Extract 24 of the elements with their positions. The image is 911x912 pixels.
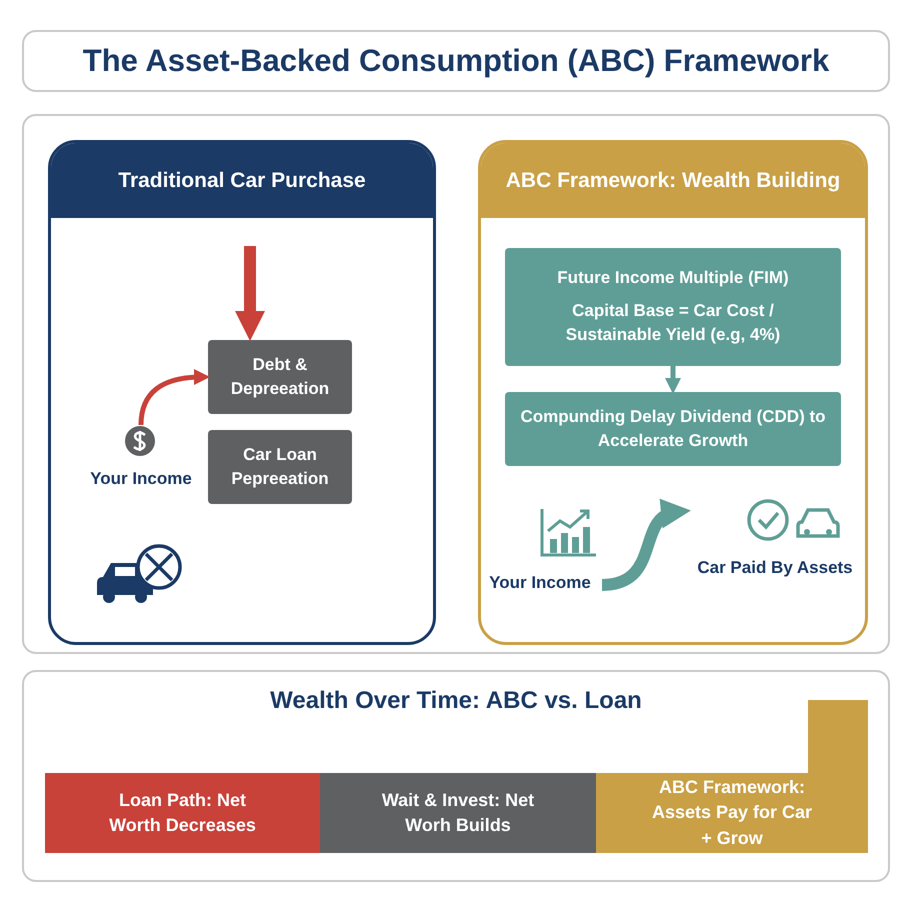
caption-text: Your Income (89, 468, 193, 490)
panel-card (48, 140, 436, 645)
arrow (235, 246, 265, 341)
bar-segment: Wait & Invest: Net Worh Builds (320, 773, 596, 853)
chart-panel (22, 670, 890, 882)
process-box: Car Loan Pepreeation (208, 430, 352, 504)
process-box (505, 248, 841, 366)
title-banner: The Asset-Backed Consumption (ABC) Framework (22, 30, 890, 92)
arrow (601, 501, 691, 591)
process-box: Debt & Depreeation (208, 340, 352, 414)
bar-segment (808, 700, 868, 773)
box-heading: Future Income Multiple (FIM) (556, 267, 790, 290)
panel-card (478, 140, 868, 645)
panel-header: Traditional Car Purchase (51, 143, 433, 218)
bar-segment: ABC Framework: Assets Pay for Car + Grow (596, 773, 868, 853)
panel-header: ABC Framework: Wealth Building (481, 143, 865, 218)
caption-text: Your Income (488, 572, 592, 594)
chart-heading: Wealth Over Time: ABC vs. Loan (269, 686, 643, 716)
arrow (138, 369, 210, 426)
box-text: Capital Base = Car Cost / Sustainable Yield (e.g, 4%) (564, 300, 782, 346)
bar-segment: Loan Path: Net Worth Decreases (45, 773, 320, 853)
caption-text: Car Paid By Assets (696, 557, 854, 579)
process-box: Compunding Delay Dividend (CDD) to Accelerate Growth (505, 392, 841, 466)
arrow (665, 366, 681, 394)
